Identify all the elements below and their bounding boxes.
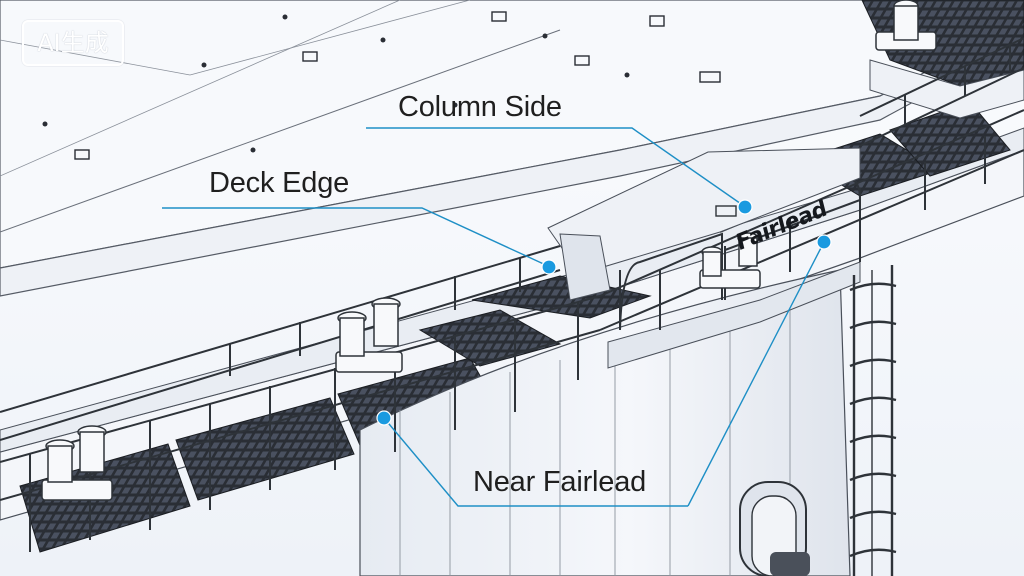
near-fairlead-leader-left [383, 417, 688, 507]
caged-ladder [849, 265, 897, 576]
deck-edge-label: Deck Edge [209, 167, 350, 199]
deck-edge-marker[interactable] [541, 259, 557, 275]
near-fairlead-marker-walkway[interactable] [376, 410, 392, 426]
column-side-marker[interactable] [737, 199, 753, 215]
deck-slab [0, 19, 1024, 297]
near-fairlead-leader-right [687, 241, 825, 507]
column-side-leader [366, 127, 745, 207]
column [359, 261, 861, 576]
column-side-label: Column Side [398, 91, 562, 123]
bollards [41, 0, 937, 501]
callout-lines [162, 127, 825, 507]
near-fairlead-marker-column[interactable] [816, 234, 832, 250]
deck-edge-leader [162, 207, 549, 267]
ai-generated-badge: AI生成 [22, 20, 124, 66]
column-side-housing [547, 147, 861, 301]
near-fairlead-label: Near Fairlead [473, 466, 647, 498]
